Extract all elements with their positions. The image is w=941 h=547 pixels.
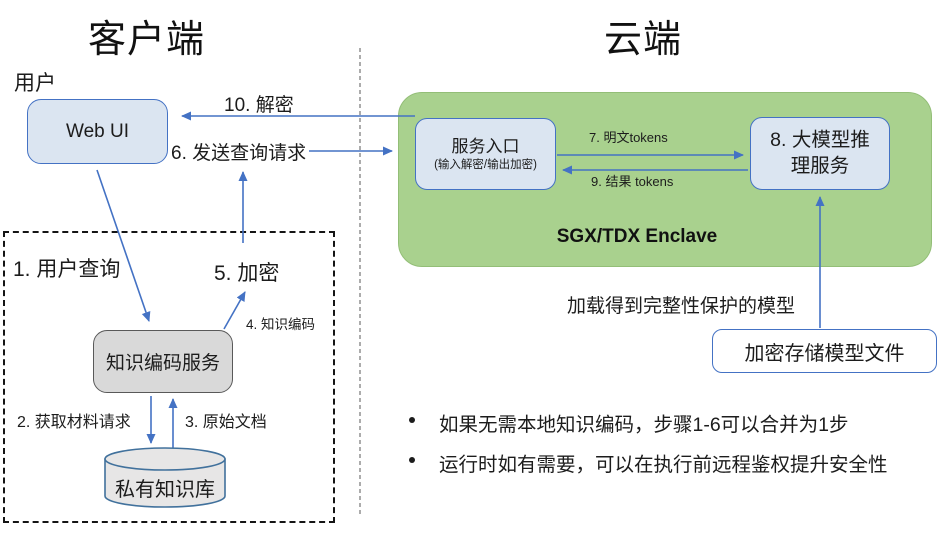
llm-inference-line1: 8. 大模型推: [770, 128, 870, 151]
encrypted-model-file-label: 加密存储模型文件: [744, 342, 905, 365]
web-ui-label: Web UI: [65, 120, 129, 142]
step-2-fetch-material-label: 2. 获取材料请求: [17, 414, 131, 431]
private-knowledge-base-label: 私有知识库: [115, 479, 215, 501]
step-7-plain-tokens-label: 7. 明文tokens: [589, 130, 668, 145]
step-5-encrypt-label: 5. 加密: [214, 262, 280, 285]
llm-inference-service-box: 8. 大模型推 理服务: [750, 117, 890, 190]
bullet-icon: [409, 457, 415, 463]
encrypted-model-file-box: 加密存储模型文件: [712, 329, 937, 373]
step-9-result-tokens-label: 9. 结果 tokens: [591, 174, 674, 189]
bullet-icon: [409, 417, 415, 423]
sgx-tdx-enclave-label: SGX/TDX Enclave: [556, 226, 718, 247]
service-entry-subtitle: (输入解密/输出加密): [434, 158, 537, 171]
client-section-title: 客户端: [88, 19, 206, 61]
step-4-knowledge-encode-label: 4. 知识编码: [246, 317, 316, 332]
step-1-user-query-label: 1. 用户查询: [13, 258, 121, 281]
cloud-section-title: 云端: [604, 19, 683, 61]
service-entry-title: 服务入口: [451, 136, 520, 156]
client-local-dashed-region: [3, 231, 335, 523]
user-label: 用户: [14, 72, 56, 95]
service-entry-box: 服务入口 (输入解密/输出加密): [415, 118, 556, 190]
knowledge-encoding-service-label: 知识编码服务: [105, 353, 220, 374]
step-3-raw-doc-label: 3. 原始文档: [185, 414, 267, 431]
knowledge-encoding-service-box: 知识编码服务: [93, 330, 233, 393]
step-6-send-query-label: 6. 发送查询请求: [171, 143, 307, 164]
step-10-decrypt-label: 10. 解密: [224, 95, 294, 116]
note-item: 如果无需本地知识编码，步骤1-6可以合并为1步: [409, 408, 849, 437]
web-ui-box: Web UI: [27, 99, 168, 164]
model-load-label: 加载得到完整性保护的模型: [567, 296, 796, 317]
llm-inference-line2: 理服务: [790, 154, 850, 177]
note-item: 运行时如有需要，可以在执行前远程鉴权提升安全性: [409, 448, 888, 477]
note-text: 如果无需本地知识编码，步骤1-6可以合并为1步: [439, 414, 849, 436]
note-text: 运行时如有需要，可以在执行前远程鉴权提升安全性: [439, 454, 888, 476]
